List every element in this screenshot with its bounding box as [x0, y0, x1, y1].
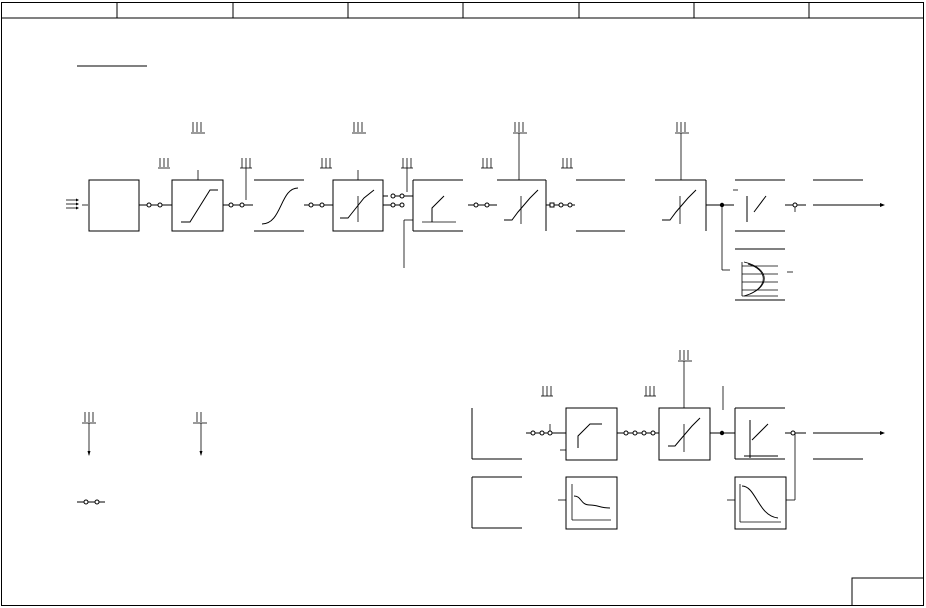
- connector-6: [546, 202, 575, 208]
- lower-deadband-block: [658, 407, 711, 461]
- signal-arrows-icon-top-4: [675, 122, 689, 180]
- signal-arrows-icon-3: [320, 158, 332, 169]
- step-block: [403, 179, 463, 268]
- title-strip: [1, 2, 924, 19]
- lower-signal-arrows-2: [644, 386, 656, 397]
- lower-rolloff-block: [727, 476, 787, 530]
- signal-arrows-icon-1: [158, 158, 170, 169]
- output-connector: [785, 202, 806, 212]
- signal-arrows-icon-top-1: [191, 122, 205, 134]
- legend-arrows-2: [193, 412, 207, 456]
- lower-junction: [710, 386, 735, 436]
- connector-1: [139, 202, 172, 208]
- input-arrows-icon: [66, 198, 88, 210]
- connector-3: [304, 202, 333, 208]
- connector-4: [383, 193, 413, 208]
- s-curve-block: [254, 179, 304, 232]
- input-block: [88, 179, 140, 232]
- lower-signal-arrows-top: [678, 350, 692, 408]
- deadband-block-2: [497, 179, 547, 231]
- lower-input-block-1: [471, 408, 522, 460]
- signal-arrows-icon-6: [561, 158, 573, 169]
- connector-5: [468, 202, 497, 208]
- lower-decay-block: [558, 476, 618, 530]
- legend-connector: [77, 499, 105, 505]
- lower-step-block: [734, 407, 785, 460]
- deadband-block-1: [332, 170, 384, 232]
- signal-arrows-icon-top-2: [352, 122, 366, 134]
- signal-arrows-icon-4: [401, 158, 413, 192]
- deadband-block-3: [655, 179, 707, 231]
- bandpass-block: [735, 248, 793, 301]
- lower-ramp-block: [560, 407, 618, 461]
- limit-block-1: [171, 170, 224, 232]
- signal-arrows-icon-top-3: [513, 122, 527, 180]
- lower-connector-2: [617, 430, 659, 436]
- junction: [706, 202, 734, 271]
- hysteresis-block: [733, 179, 785, 232]
- output-block: [813, 179, 885, 207]
- lower-signal-arrows-1: [541, 386, 553, 397]
- signal-arrows-icon-2: [240, 158, 252, 200]
- legend-arrows-1: [82, 412, 96, 456]
- signal-arrows-icon-5: [481, 158, 493, 169]
- page-number-box: [851, 577, 924, 606]
- connector-2: [223, 202, 253, 208]
- lower-output-block: [813, 431, 885, 460]
- open-block: [576, 179, 625, 232]
- lower-connector-1: [526, 424, 566, 436]
- lower-input-block-2: [471, 476, 522, 529]
- lower-output-connector: [785, 430, 806, 501]
